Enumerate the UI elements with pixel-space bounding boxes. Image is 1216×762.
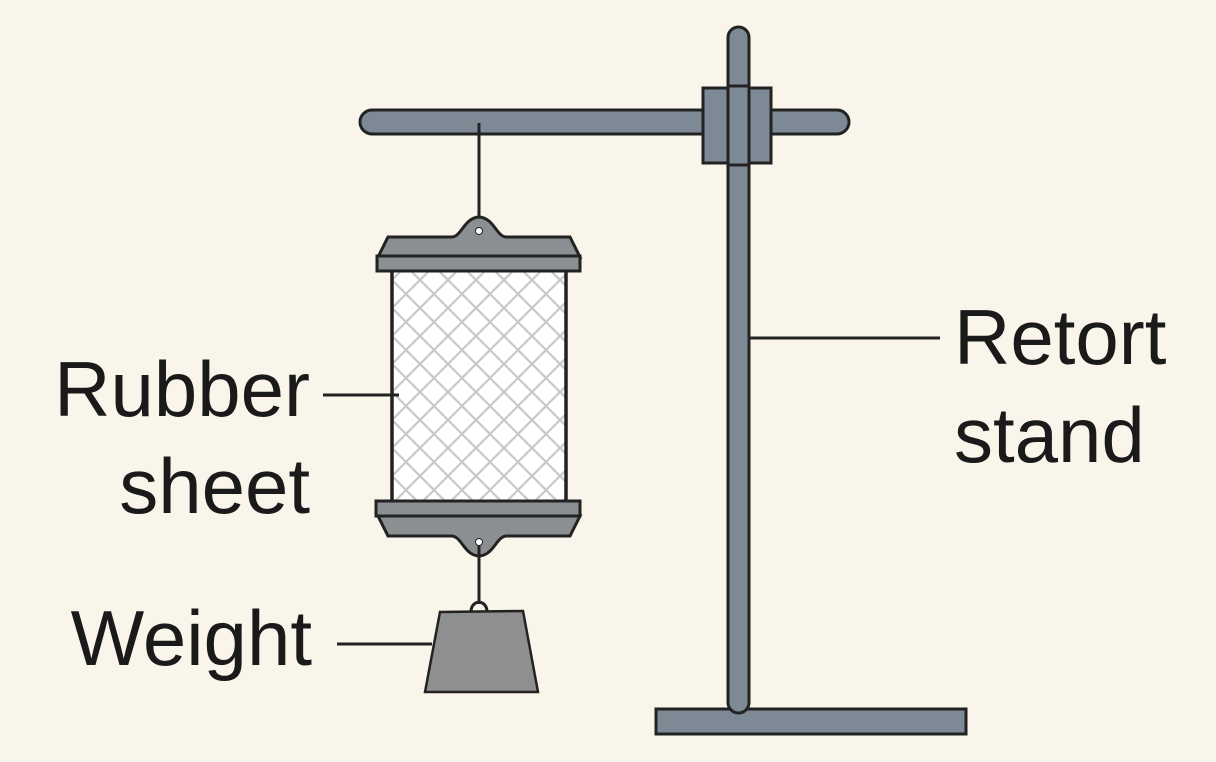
stand-rod [726,25,751,715]
horizontal-arm [358,108,851,136]
weight [423,600,540,694]
weight-body [423,609,540,694]
stand-base [654,707,968,736]
bottom-clamp-hole [475,538,483,546]
label-stand-line2: stand [954,391,1145,479]
retort-stand [358,25,968,736]
label-rubber-line1: Rubber [54,345,310,433]
label-weight: Weight [71,594,313,682]
rubber-sheet [390,268,568,504]
top-clamp-hole [475,227,483,235]
label-retort-line1: Retort [954,293,1167,381]
label-sheet-line2: sheet [119,442,310,530]
stand-rod-front [726,84,751,167]
top-clamp [375,215,583,273]
weight-hook [469,600,489,613]
rubber-sheet-assembly [374,215,583,558]
